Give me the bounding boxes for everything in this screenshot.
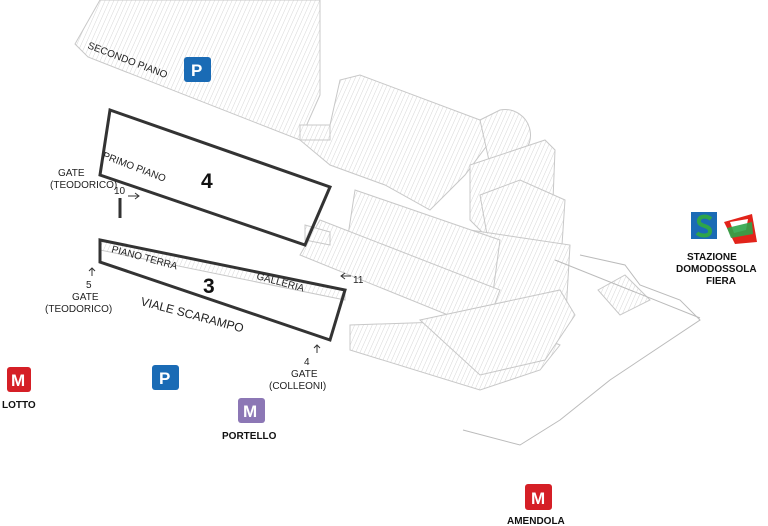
arrow-icon bbox=[88, 267, 96, 276]
connector-upper bbox=[299, 124, 331, 141]
gate-10[interactable]: GATE 10 (TEODORICO) bbox=[50, 168, 140, 200]
gate-11[interactable]: 11 bbox=[340, 272, 364, 286]
building-blocks bbox=[74, 0, 651, 391]
viale-scarampo-label: VIALE SCARAMPO bbox=[139, 294, 245, 335]
arrow-icon bbox=[313, 344, 321, 353]
gate-4-number: 4 bbox=[304, 357, 310, 368]
parking-symbol: P bbox=[159, 369, 170, 388]
hall-3-outline bbox=[98, 238, 347, 342]
south-block-2 bbox=[418, 289, 576, 376]
amendola-label: AMENDOLA bbox=[507, 516, 565, 526]
gate-10-label: GATE bbox=[58, 168, 85, 179]
metro-portello[interactable]: M PORTELLO bbox=[222, 398, 277, 442]
trenord-icon bbox=[724, 214, 757, 244]
lotto-label: LOTTO bbox=[2, 400, 36, 411]
parking-lower[interactable]: P bbox=[152, 365, 179, 390]
station-domodossola[interactable]: STAZIONE DOMODOSSOLA FIERA bbox=[676, 212, 757, 287]
gate-4-name: (COLLEONI) bbox=[269, 381, 326, 392]
gate-5-name: (TEODORICO) bbox=[45, 304, 112, 315]
gate-10-number: 10 bbox=[114, 186, 126, 197]
metro-icon bbox=[238, 398, 265, 423]
metro-symbol: M bbox=[11, 371, 25, 390]
metro-symbol: M bbox=[243, 402, 257, 421]
hall-4-number: 4 bbox=[201, 170, 213, 193]
metro-amendola[interactable]: M AMENDOLA bbox=[507, 484, 565, 526]
perimeter-line bbox=[462, 254, 701, 446]
parking-icon bbox=[152, 365, 179, 390]
galleria-label: GALLERIA bbox=[255, 271, 305, 294]
hall-4-outline bbox=[98, 107, 333, 247]
gate-4[interactable]: 4 GATE (COLLEONI) bbox=[269, 344, 326, 392]
perimeter-line-2 bbox=[554, 259, 701, 319]
gate-4-label: GATE bbox=[291, 369, 318, 380]
metro-icon bbox=[525, 484, 552, 510]
portello-label: PORTELLO bbox=[222, 431, 277, 442]
gate-5-number: 5 bbox=[86, 280, 92, 291]
metro-lotto[interactable]: M LOTTO bbox=[2, 367, 36, 411]
station-line2: DOMODOSSOLA bbox=[676, 264, 757, 275]
gate-5[interactable]: 5 GATE (TEODORICO) bbox=[45, 267, 112, 315]
metro-icon bbox=[7, 367, 31, 392]
arrow-icon bbox=[340, 272, 351, 280]
arrow-icon bbox=[128, 192, 140, 200]
parking-symbol: P bbox=[191, 61, 202, 80]
hall-3-number: 3 bbox=[203, 275, 215, 298]
metro-symbol: M bbox=[531, 489, 545, 508]
parking-secondo-piano[interactable]: P bbox=[184, 57, 211, 82]
gate-11-number: 11 bbox=[353, 275, 364, 286]
station-building bbox=[597, 274, 651, 316]
parking-icon bbox=[184, 57, 211, 82]
station-line1: STAZIONE bbox=[687, 252, 737, 263]
gate-10-name: (TEODORICO) bbox=[50, 180, 117, 191]
station-line3: FIERA bbox=[706, 276, 736, 287]
suburban-rail-s bbox=[695, 214, 713, 238]
gate-5-label: GATE bbox=[72, 292, 99, 303]
